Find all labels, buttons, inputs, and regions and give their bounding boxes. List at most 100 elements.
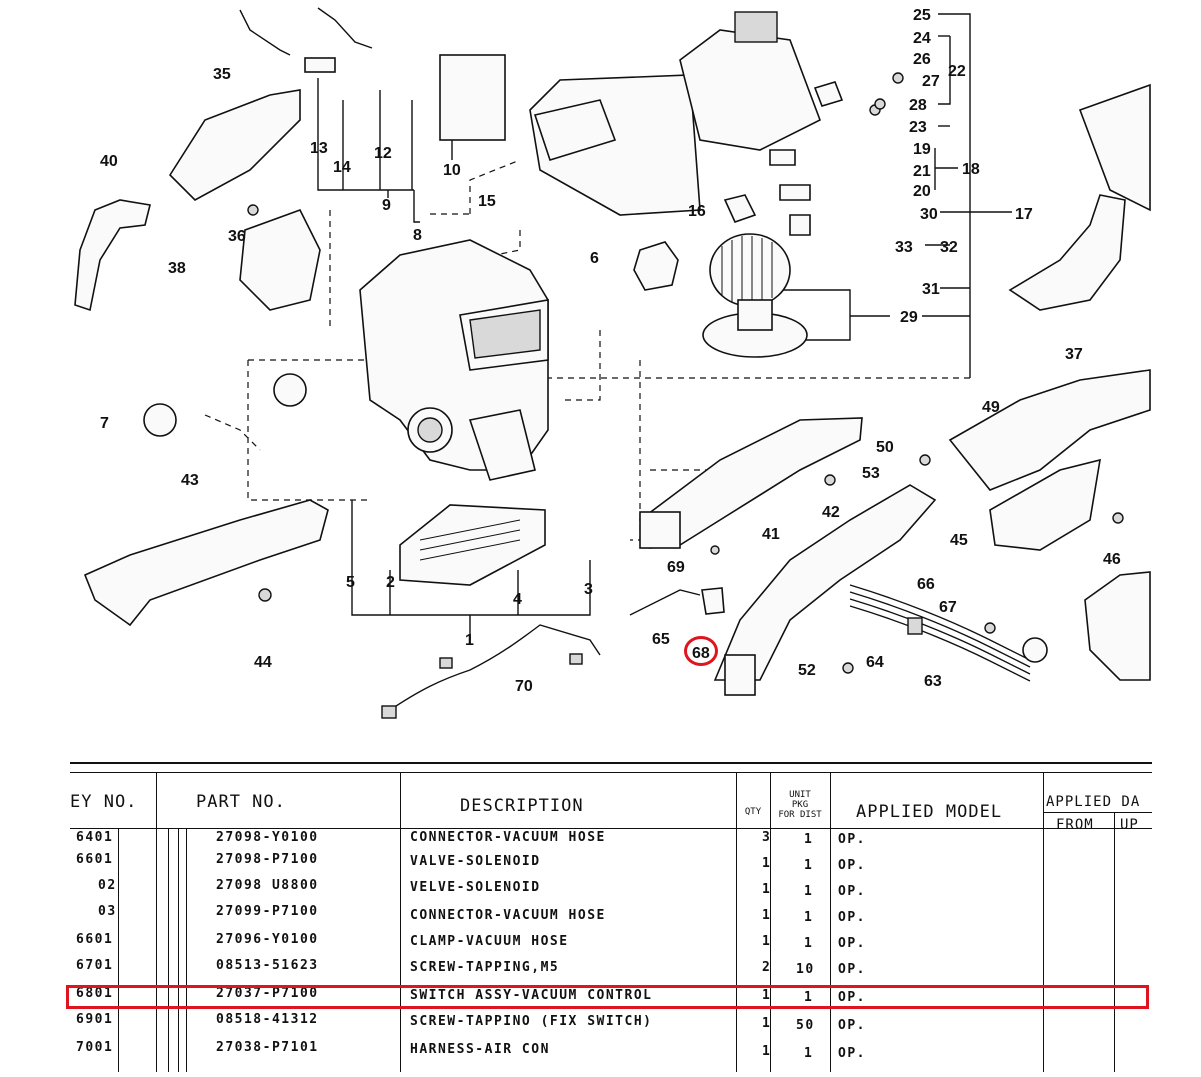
applied-date-split-rule xyxy=(1043,812,1152,813)
header-qty: QTY xyxy=(744,807,762,817)
cell-part-no: 27098 U8800 xyxy=(216,878,319,893)
col-rule xyxy=(1043,772,1044,1072)
vacuum-control-switch-68 xyxy=(701,587,725,615)
col-rule xyxy=(830,772,831,1072)
callout-18: 18 xyxy=(962,161,980,178)
col-rule xyxy=(770,772,771,1072)
center-duct-53 xyxy=(713,484,937,696)
cell-pkg: 1 xyxy=(804,832,814,847)
callout-28: 28 xyxy=(909,97,927,114)
callout-15: 15 xyxy=(478,193,496,210)
header-pkg: PKG xyxy=(791,800,809,810)
callout-10: 10 xyxy=(443,162,461,179)
leader-lines xyxy=(204,13,1012,640)
callout-37: 37 xyxy=(1065,346,1083,363)
header-unit-pkg: UNIT PKG FOR DIST xyxy=(772,790,828,820)
side-duct-37 xyxy=(1008,83,1151,311)
header-up: UP xyxy=(1120,817,1139,833)
callout-43: 43 xyxy=(181,472,199,489)
header-unit: UNIT xyxy=(789,790,811,800)
header-key-no: EY NO. xyxy=(70,792,138,812)
cell-pkg: 1 xyxy=(804,910,814,925)
callout-8: 8 xyxy=(413,227,422,244)
callout-36: 36 xyxy=(228,228,246,245)
col-rule xyxy=(1114,812,1115,1072)
cell-key: 03 xyxy=(98,904,117,919)
floor-duct-43 xyxy=(83,499,329,627)
callout-42: 42 xyxy=(822,504,840,521)
callout-19: 19 xyxy=(913,141,931,158)
cell-part-no: 27038-P7101 xyxy=(216,1040,319,1055)
callout-21: 21 xyxy=(913,163,931,180)
callout-12: 12 xyxy=(374,145,392,162)
exploded-parts-diagram: 25 24 26 27 22 28 23 19 21 18 20 30 17 3… xyxy=(74,7,1151,719)
cell-description: VALVE-SOLENOID xyxy=(410,854,541,869)
callout-22: 22 xyxy=(948,63,966,80)
col-rule xyxy=(400,772,401,1072)
defroster-duct-45-49 xyxy=(948,369,1151,551)
callout-7: 7 xyxy=(100,415,109,432)
cell-description: VELVE-SOLENOID xyxy=(410,880,541,895)
callout-35: 35 xyxy=(213,66,231,83)
blower-motor xyxy=(702,233,808,358)
callout-67: 67 xyxy=(939,599,957,616)
callout-1: 1 xyxy=(465,632,474,649)
callout-66: 66 xyxy=(917,576,935,593)
evaporator-core-4 xyxy=(399,504,546,586)
cell-qty: 1 xyxy=(762,908,772,923)
callout-17: 17 xyxy=(1015,206,1033,223)
heater-unit-assembly xyxy=(359,239,549,481)
callout-4: 4 xyxy=(513,591,522,608)
vent-duct-41 xyxy=(639,417,863,549)
cell-qty: 1 xyxy=(762,1016,772,1031)
callout-32: 32 xyxy=(940,239,958,256)
evaporator-case xyxy=(529,11,822,216)
callout-20: 20 xyxy=(913,183,931,200)
sub-col-rule xyxy=(178,828,179,1072)
header-from: FROM xyxy=(1056,817,1094,833)
cell-qty: 2 xyxy=(762,960,772,975)
cell-qty: 1 xyxy=(762,988,772,1003)
cell-key: 6601 xyxy=(76,932,114,947)
cell-description: SCREW-TAPPINO (FIX SWITCH) xyxy=(410,1014,653,1029)
cell-pkg: 1 xyxy=(804,858,814,873)
blower-resistor xyxy=(633,241,679,291)
callout-6: 6 xyxy=(590,250,599,267)
callout-49: 49 xyxy=(982,399,1000,416)
sub-col-rule xyxy=(168,828,169,1072)
col-rule xyxy=(736,772,737,1072)
header-applied-date: APPLIED DA xyxy=(1046,794,1141,810)
cell-qty: 1 xyxy=(762,856,772,871)
callout-14: 14 xyxy=(333,159,351,176)
cell-model: OP. xyxy=(838,884,866,899)
cell-description: SWITCH ASSY-VACUUM CONTROL xyxy=(410,988,653,1003)
callout-30: 30 xyxy=(920,206,938,223)
callout-2: 2 xyxy=(386,574,395,591)
table-top-rule xyxy=(70,762,1152,764)
cell-description: CONNECTOR-VACUUM HOSE xyxy=(410,830,606,845)
cell-key: 6601 xyxy=(76,852,114,867)
cell-pkg: 1 xyxy=(804,884,814,899)
header-applied-model: APPLIED MODEL xyxy=(856,802,1003,822)
cell-key: 7001 xyxy=(76,1040,114,1055)
callout-24: 24 xyxy=(913,30,931,47)
callout-69: 69 xyxy=(667,559,685,576)
cell-model: OP. xyxy=(838,962,866,977)
callout-9: 9 xyxy=(382,197,391,214)
sub-col-rule xyxy=(186,828,187,1072)
cell-description: HARNESS-AIR CON xyxy=(410,1042,550,1057)
cell-part-no: 27096-Y0100 xyxy=(216,932,319,947)
highlighted-callout-68 xyxy=(684,636,718,666)
cell-part-no: 27098-P7100 xyxy=(216,852,319,867)
callout-46: 46 xyxy=(1103,551,1121,568)
col-rule xyxy=(156,772,157,1072)
callout-70: 70 xyxy=(515,678,533,695)
cell-key: 02 xyxy=(98,878,117,893)
callout-16: 16 xyxy=(688,203,706,220)
cell-model: OP. xyxy=(838,858,866,873)
cell-model: OP. xyxy=(838,832,866,847)
callout-31: 31 xyxy=(922,281,940,298)
control-unit-right xyxy=(1022,571,1151,681)
cell-model: OP. xyxy=(838,1018,866,1033)
callout-33: 33 xyxy=(895,239,913,256)
